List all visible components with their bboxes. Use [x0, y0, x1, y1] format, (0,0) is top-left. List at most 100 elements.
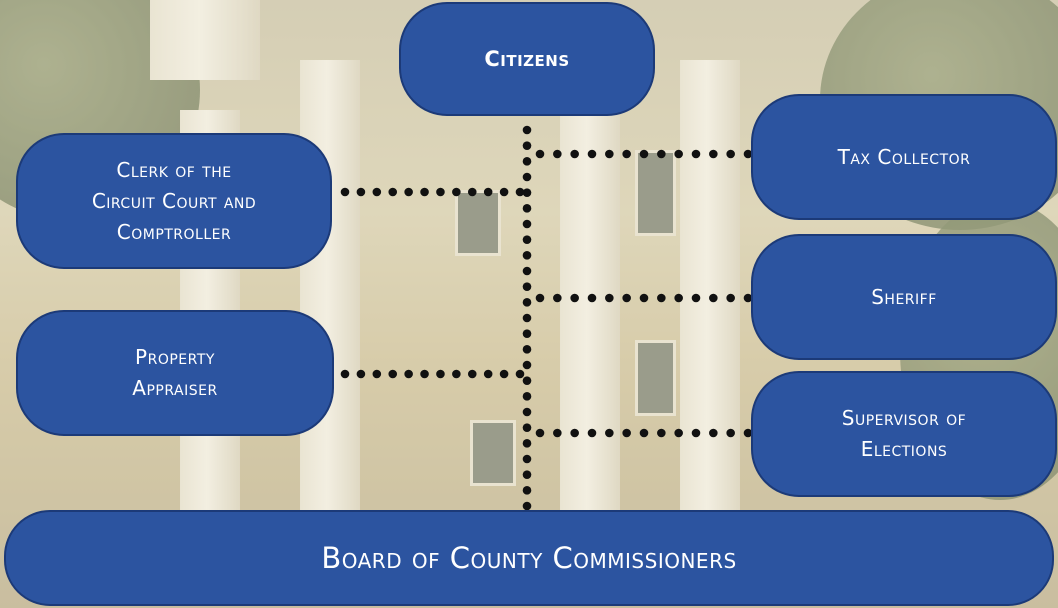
connector-dot — [743, 428, 753, 438]
connector-dot — [570, 149, 579, 159]
connector-dot — [535, 428, 545, 438]
dots-to-supervisor — [535, 428, 753, 438]
connector-dot — [522, 486, 532, 495]
connector-dot — [467, 369, 477, 379]
connector-dot — [605, 149, 614, 159]
connector-dot — [452, 187, 461, 197]
connector-dot — [404, 369, 413, 379]
dots-to-sheriff — [535, 293, 753, 303]
connector-dot — [522, 125, 532, 135]
connector-dot — [515, 369, 525, 379]
vertical-trunk-dots — [522, 125, 532, 511]
connector-dot — [605, 293, 614, 303]
connector-dot — [657, 149, 666, 159]
connector-dot — [522, 282, 532, 291]
connector-dot — [522, 439, 532, 448]
connector-dot — [356, 187, 366, 197]
connector-dot — [522, 266, 532, 276]
connector-dot — [657, 293, 666, 303]
connector-dot — [709, 293, 718, 303]
connector-dot — [639, 293, 649, 303]
connector-dot — [340, 187, 350, 197]
connector-dot — [726, 149, 735, 159]
connector-dot — [436, 369, 445, 379]
connector-dot — [570, 428, 579, 438]
connector-dot — [388, 187, 398, 197]
node-tax-collector: Tax Collector — [751, 94, 1057, 220]
connector-dot — [522, 172, 532, 182]
connector-dot — [522, 235, 532, 244]
connector-dot — [522, 360, 532, 370]
connector-dot — [522, 423, 532, 432]
connector-dot — [340, 369, 350, 379]
connector-dot — [622, 149, 631, 159]
connector-dot — [522, 376, 532, 385]
connector-dot — [515, 187, 525, 197]
connector-dot — [522, 407, 532, 417]
connector-dot — [587, 149, 597, 159]
connector-dot — [499, 187, 509, 197]
connector-dot — [522, 298, 532, 307]
node-supervisor-of-elections: Supervisor of Elections — [751, 371, 1057, 497]
connector-dot — [657, 428, 666, 438]
node-sheriff: Sheriff — [751, 234, 1057, 360]
connector-dot — [372, 187, 382, 197]
connector-dot — [691, 293, 701, 303]
connector-dot — [522, 188, 532, 197]
connector-dot — [639, 428, 649, 438]
dots-to-tax — [535, 149, 753, 159]
node-clerk: Clerk of the Circuit Court and Comptroll… — [16, 133, 332, 269]
connector-dot — [522, 204, 532, 213]
connector-dot — [535, 149, 545, 159]
connector-dot — [522, 470, 532, 479]
connector-dot — [483, 369, 493, 379]
connector-dot — [420, 369, 429, 379]
connector-dot — [553, 293, 562, 303]
connector-dot — [522, 501, 532, 511]
connector-dot — [522, 313, 532, 323]
connector-dot — [467, 187, 477, 197]
connector-dot — [743, 149, 753, 159]
connector-dot — [388, 369, 398, 379]
connector-dot — [522, 345, 532, 354]
connector-dot — [605, 428, 614, 438]
node-property-appraiser: Property Appraiser — [16, 310, 334, 436]
connector-dot — [436, 187, 445, 197]
connector-dot — [522, 219, 532, 229]
connector-dot — [709, 428, 718, 438]
connector-dot — [522, 251, 532, 260]
node-citizens: Citizens — [399, 2, 655, 116]
connector-dot — [404, 187, 413, 197]
connector-dot — [691, 428, 701, 438]
connector-dot — [622, 293, 631, 303]
connector-dot — [522, 329, 532, 338]
connector-dot — [522, 157, 532, 166]
connector-dot — [452, 369, 461, 379]
connector-dot — [726, 428, 735, 438]
connector-dot — [674, 149, 683, 159]
node-board-of-county-commissioners: Board of County Commissioners — [4, 510, 1054, 606]
connector-dot — [522, 392, 532, 401]
connector-dot — [743, 293, 753, 303]
connector-dot — [356, 369, 366, 379]
connector-dot — [587, 428, 597, 438]
connector-dot — [522, 454, 532, 464]
connector-dot — [372, 369, 382, 379]
connector-dot — [522, 141, 532, 150]
connector-dot — [499, 369, 509, 379]
connector-dot — [726, 293, 735, 303]
connector-dot — [709, 149, 718, 159]
connector-dot — [587, 293, 597, 303]
connector-dot — [691, 149, 701, 159]
connector-dot — [570, 293, 579, 303]
connector-dot — [483, 187, 493, 197]
connector-dot — [553, 149, 562, 159]
connector-dot — [674, 428, 683, 438]
connector-dot — [553, 428, 562, 438]
connector-dot — [639, 149, 649, 159]
connector-dot — [674, 293, 683, 303]
connector-dot — [622, 428, 631, 438]
dots-to-property — [340, 369, 525, 379]
connector-dot — [535, 293, 545, 303]
